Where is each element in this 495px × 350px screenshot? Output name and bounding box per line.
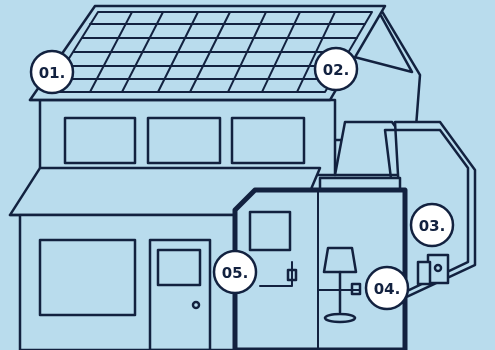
lower-house (20, 215, 240, 350)
badge-02: 02. (315, 48, 357, 90)
badge-03: 03. (411, 204, 453, 246)
badge-05: 05. (214, 251, 256, 293)
badge-04-label: 04. (374, 280, 401, 298)
badge-02-label: 02. (323, 61, 350, 79)
badge-01: 01. (31, 51, 73, 93)
upper-house (40, 100, 335, 175)
badge-04: 04. (366, 267, 408, 309)
badge-01-label: 01. (39, 64, 66, 82)
badge-05-label: 05. (222, 264, 249, 282)
badge-03-label: 03. (419, 217, 446, 235)
